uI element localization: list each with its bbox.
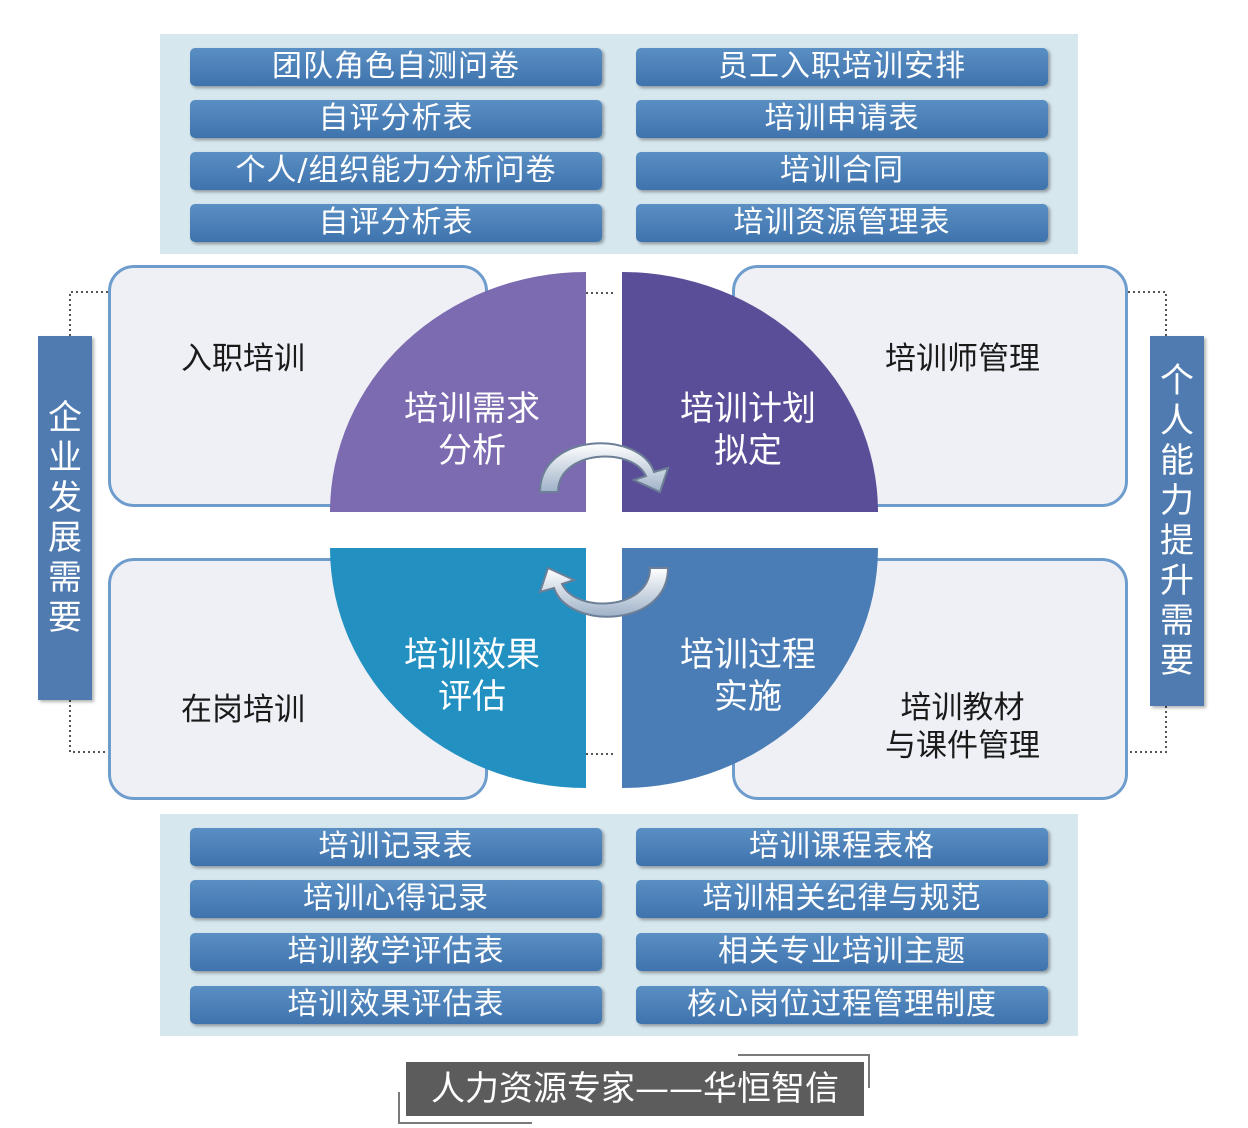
quadrant-label: 培训过程 实施 xyxy=(680,635,816,717)
cycle-arrow-icon xyxy=(538,442,670,494)
doc-item: 相关专业培训主题 xyxy=(636,933,1048,971)
doc-item: 自评分析表 xyxy=(190,100,602,138)
corner-box-label: 培训教材 与课件管理 xyxy=(885,690,1040,764)
quadrant-label: 培训效果 评估 xyxy=(404,635,540,717)
doc-item: 培训合同 xyxy=(636,152,1048,190)
side-bar-label: 企业发展需要 xyxy=(48,398,82,638)
doc-item: 员工入职培训安排 xyxy=(636,48,1048,86)
quadrant-effect-evaluation xyxy=(330,548,586,788)
side-bar-label: 个人能力提升需要 xyxy=(1160,361,1194,681)
doc-item: 培训课程表格 xyxy=(636,828,1048,866)
quadrant-plan-formulation xyxy=(622,272,878,512)
footer-decor-line xyxy=(868,1054,870,1088)
doc-item: 培训心得记录 xyxy=(190,880,602,918)
top-documents-panel: 团队角色自测问卷 自评分析表 个人/组织能力分析问卷 自评分析表 员工入职培训安… xyxy=(160,34,1078,254)
bottom-documents-panel: 培训记录表 培训心得记录 培训教学评估表 培训效果评估表 培训课程表格 培训相关… xyxy=(160,814,1078,1036)
footer-decor-line xyxy=(398,1122,532,1124)
cycle-arrow-icon xyxy=(538,566,670,618)
doc-item: 自评分析表 xyxy=(190,204,602,242)
quadrant-needs-analysis xyxy=(330,272,586,512)
quadrant-label: 培训计划 拟定 xyxy=(680,389,816,471)
footer-decor-line xyxy=(398,1092,400,1124)
doc-item: 培训记录表 xyxy=(190,828,602,866)
footer-decor-line xyxy=(738,1054,870,1056)
doc-item: 培训申请表 xyxy=(636,100,1048,138)
doc-item: 培训相关纪律与规范 xyxy=(636,880,1048,918)
corner-box-label: 入职培训 xyxy=(181,341,305,377)
side-bar-personal-needs: 个人能力提升需要 xyxy=(1150,336,1204,706)
footer-brand: 人力资源专家——华恒智信 xyxy=(406,1062,864,1116)
doc-item: 培训资源管理表 xyxy=(636,204,1048,242)
doc-item: 核心岗位过程管理制度 xyxy=(636,986,1048,1024)
corner-box-label: 培训师管理 xyxy=(885,341,1040,377)
doc-item: 培训效果评估表 xyxy=(190,986,602,1024)
doc-item: 团队角色自测问卷 xyxy=(190,48,602,86)
quadrant-label: 培训需求 分析 xyxy=(404,389,540,471)
quadrant-process-implementation xyxy=(622,548,878,788)
side-bar-enterprise-needs: 企业发展需要 xyxy=(38,336,92,700)
doc-item: 培训教学评估表 xyxy=(190,933,602,971)
doc-item: 个人/组织能力分析问卷 xyxy=(190,152,602,190)
corner-box-label: 在岗培训 xyxy=(181,692,305,728)
